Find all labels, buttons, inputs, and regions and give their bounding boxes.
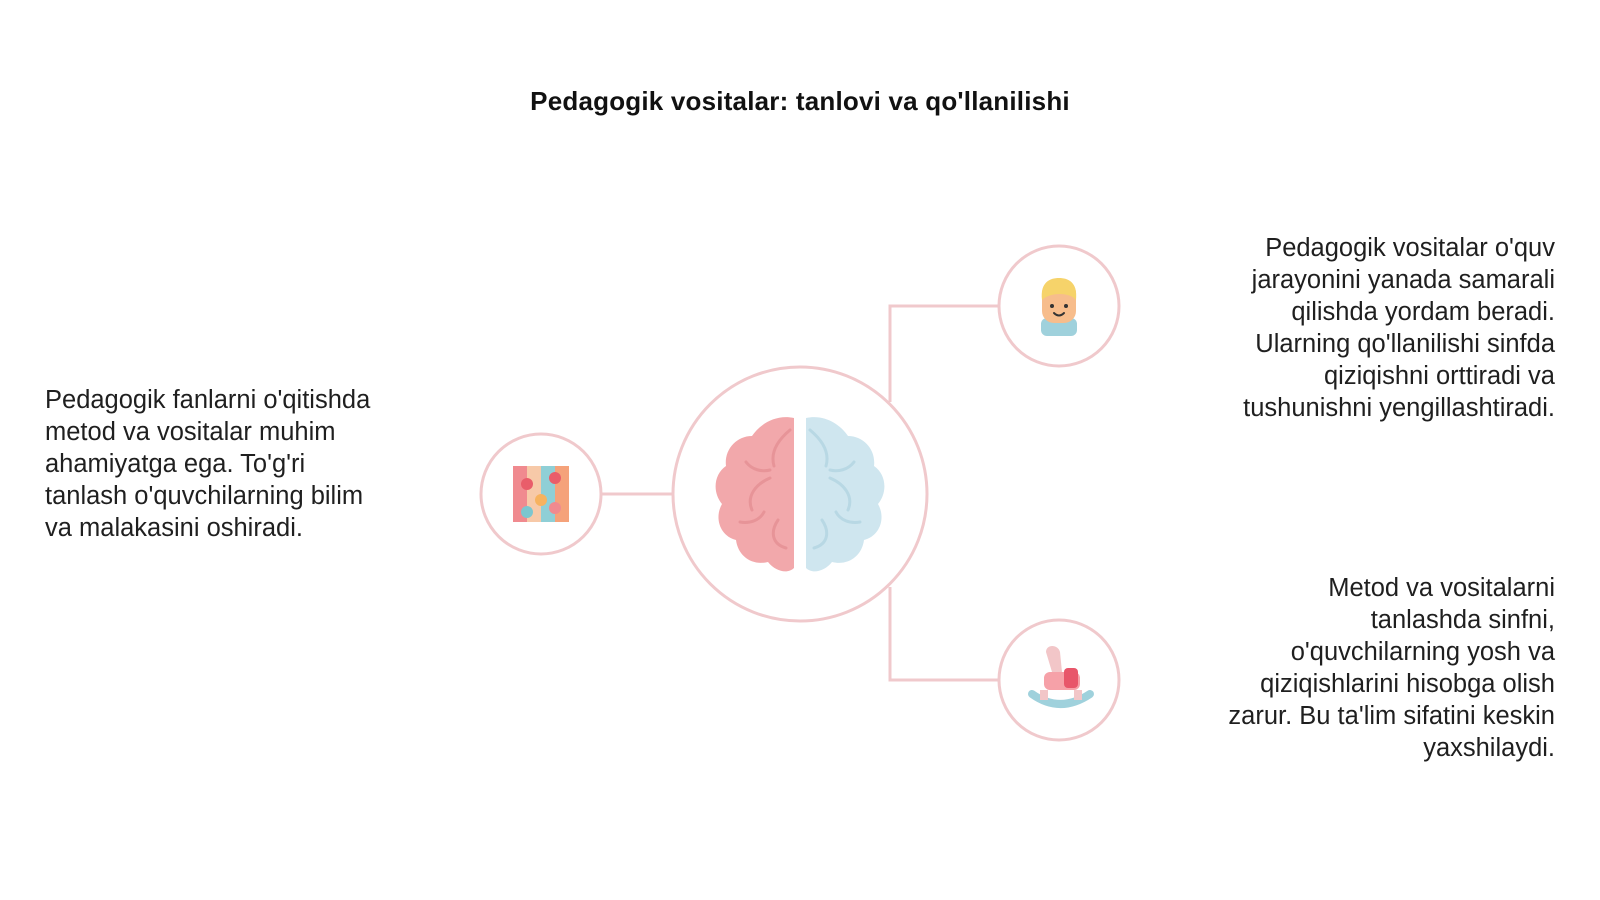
node-left-text: Pedagogik fanlarni o'qitishda metod va v… xyxy=(45,386,371,542)
node-right-top xyxy=(997,244,1121,368)
node-left xyxy=(479,432,603,556)
child-face-icon xyxy=(1041,278,1077,336)
connector-right-bottom xyxy=(888,587,998,682)
connectors xyxy=(602,304,998,682)
puzzle-blocks-icon xyxy=(513,466,569,522)
node-right-top-text: Pedagogik vositalar o'quv jarayonini yan… xyxy=(1243,234,1555,422)
center-node xyxy=(671,365,929,623)
rocking-horse-icon xyxy=(1028,646,1094,708)
brain-icon xyxy=(715,417,885,572)
connector-right-top xyxy=(888,304,998,402)
node-right-bottom xyxy=(997,618,1121,742)
node-right-bottom-text: Metod va vositalarni tanlashda sinfni, o… xyxy=(1228,574,1555,762)
slide-title: Pedagogik vositalar: tanlovi va qo'llani… xyxy=(530,86,1070,116)
